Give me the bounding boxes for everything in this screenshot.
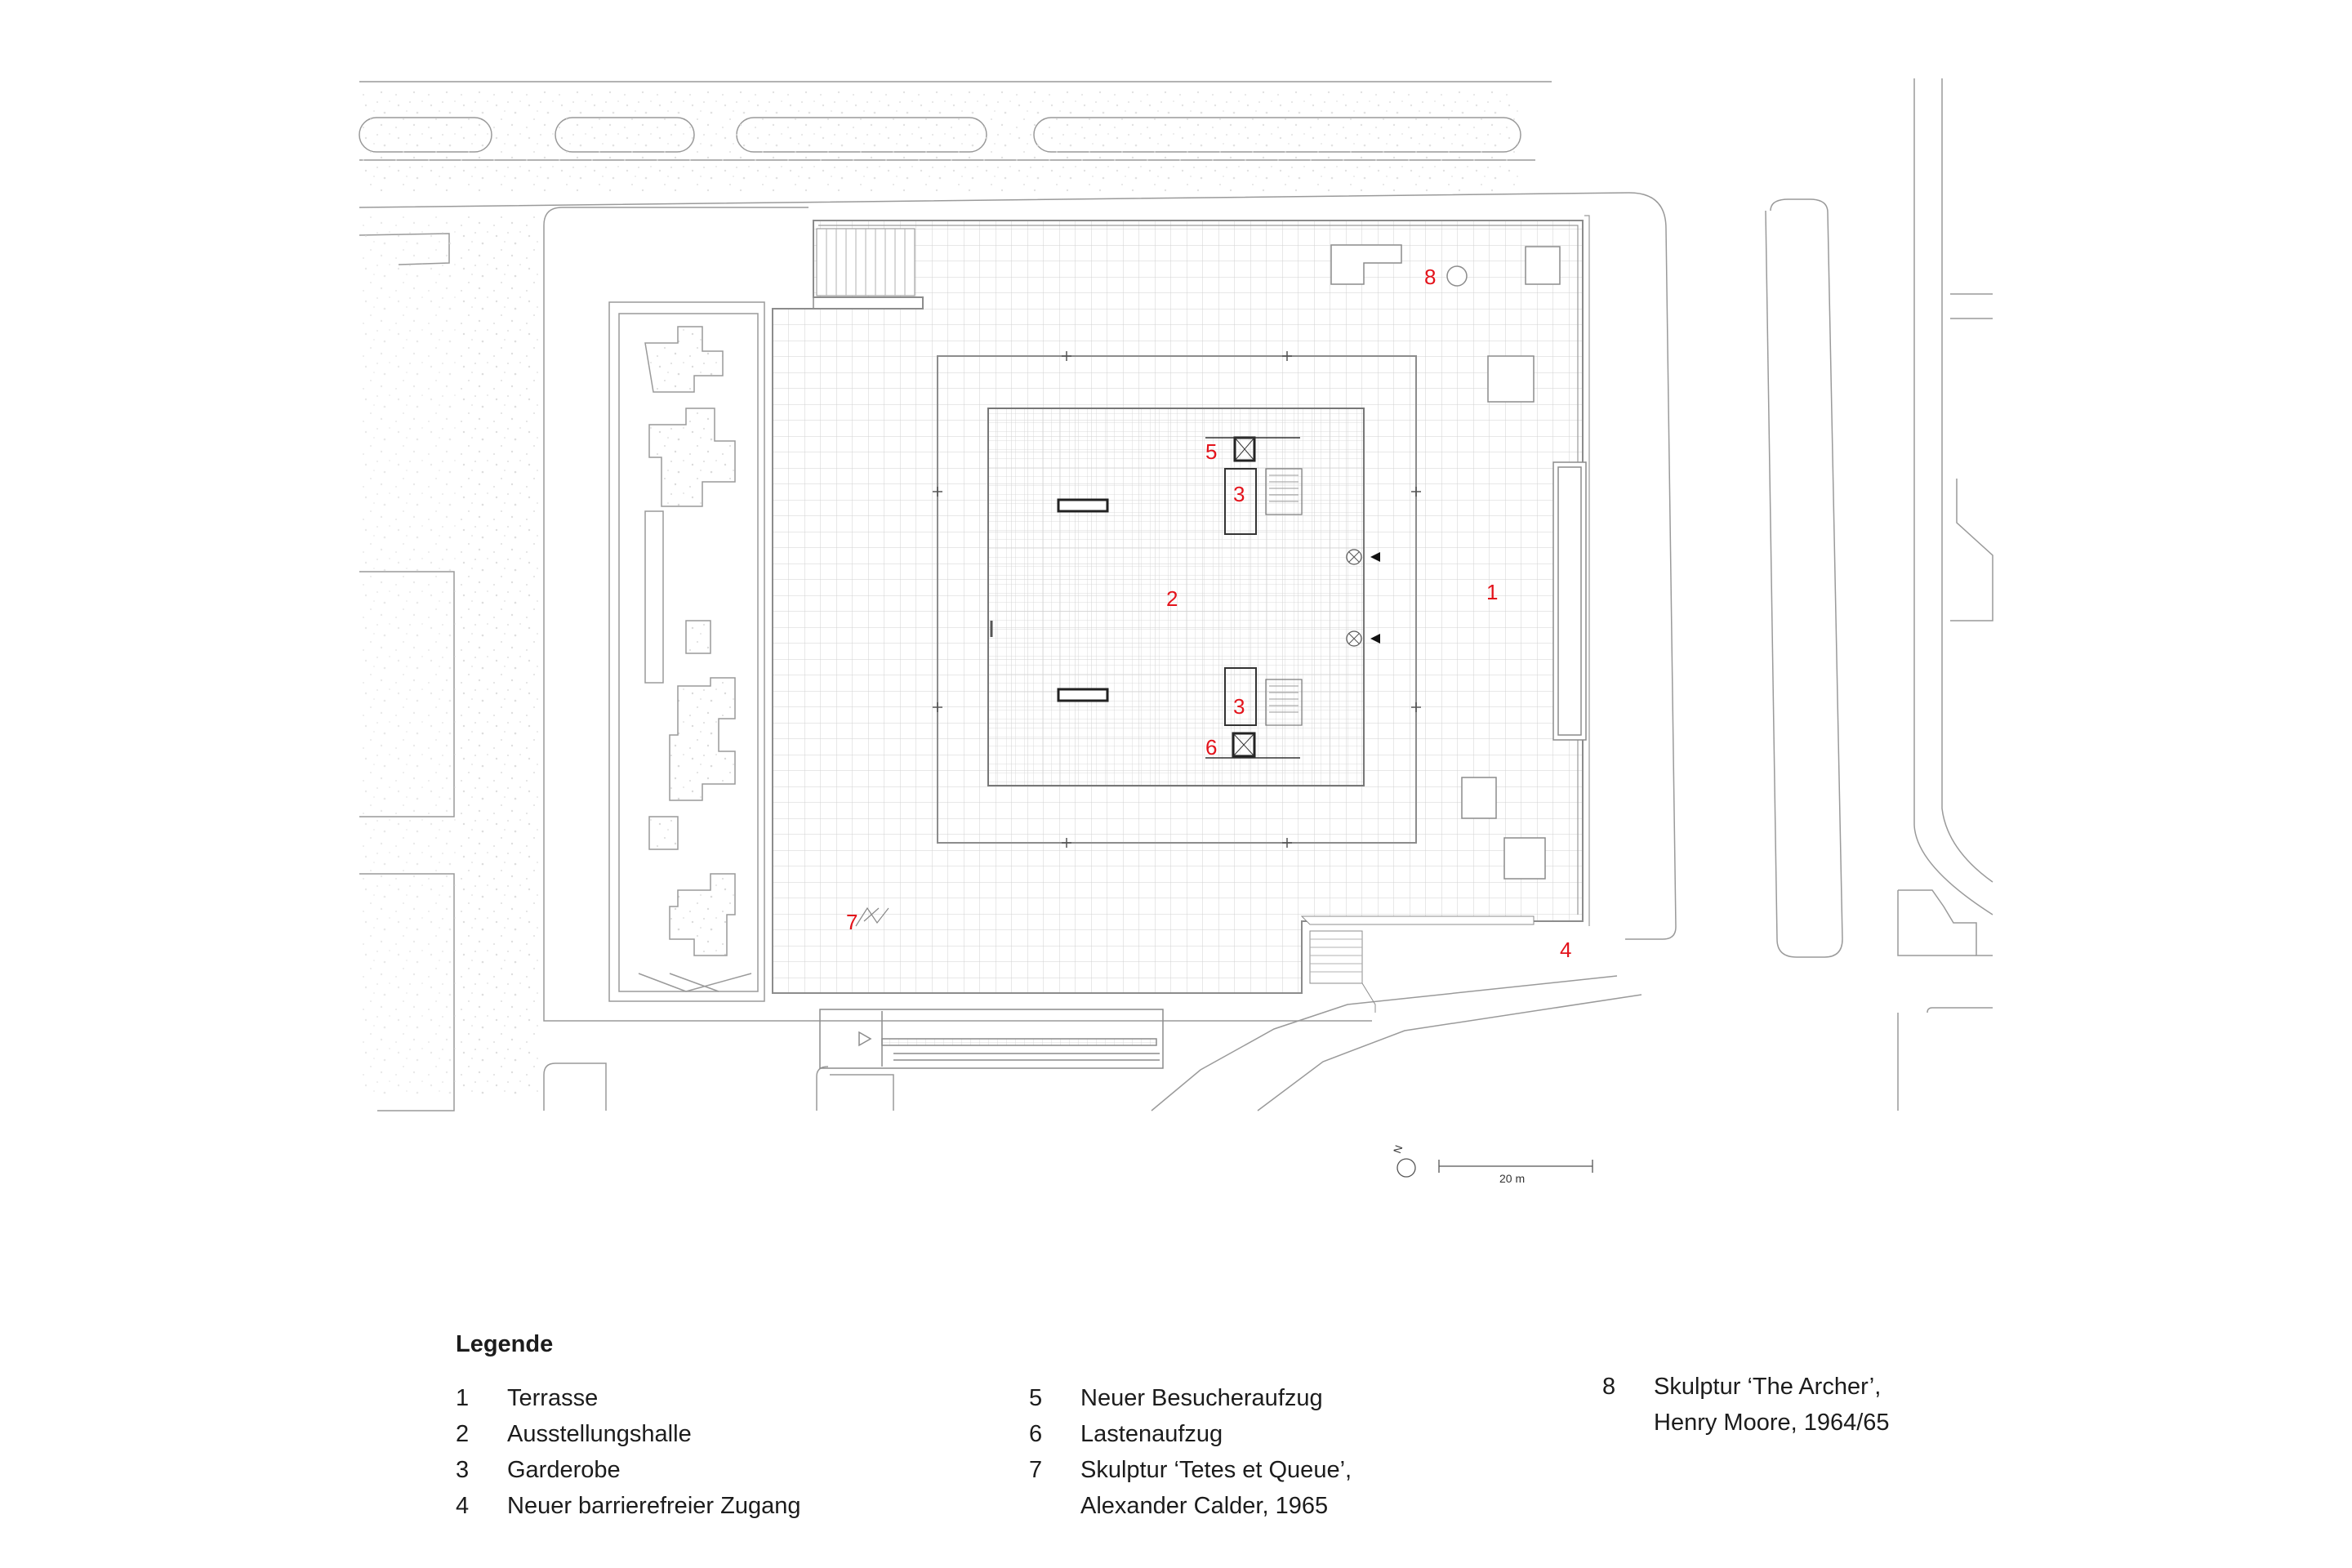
service-core-south <box>1205 667 1303 759</box>
display-wall-north <box>1057 498 1109 513</box>
roof-overhang <box>937 355 1417 844</box>
north-arrow: N <box>1391 1143 1416 1178</box>
south-ramp <box>819 1009 1164 1069</box>
label-4: 4 <box>1560 938 1571 962</box>
plinths <box>855 244 1587 927</box>
entrances <box>1346 549 1380 647</box>
trees <box>359 90 1519 1094</box>
label-3b: 3 <box>1233 694 1245 719</box>
display-wall-south <box>1057 688 1109 702</box>
hall-interior <box>1057 498 1109 702</box>
label-3a: 3 <box>1233 482 1245 506</box>
label-8: 8 <box>1424 265 1436 289</box>
north-label: N <box>1391 1143 1405 1155</box>
stairs-nw <box>816 228 915 296</box>
label-2: 2 <box>1166 586 1178 611</box>
label-5: 5 <box>1205 439 1217 464</box>
columns <box>933 351 1421 848</box>
scale-bar: 20 m <box>1438 1160 1593 1185</box>
label-6: 6 <box>1205 735 1217 760</box>
plan-labels: 1 2 3 3 4 5 6 7 8 <box>846 265 1571 962</box>
label-7: 7 <box>846 910 858 934</box>
stairs-se <box>1300 915 1535 1013</box>
label-1: 1 <box>1486 580 1498 604</box>
service-core-north <box>1205 436 1303 535</box>
north-arrow-icon <box>1396 1158 1416 1178</box>
scale-label: 20 m <box>1499 1172 1525 1185</box>
west-garden <box>608 301 765 1002</box>
